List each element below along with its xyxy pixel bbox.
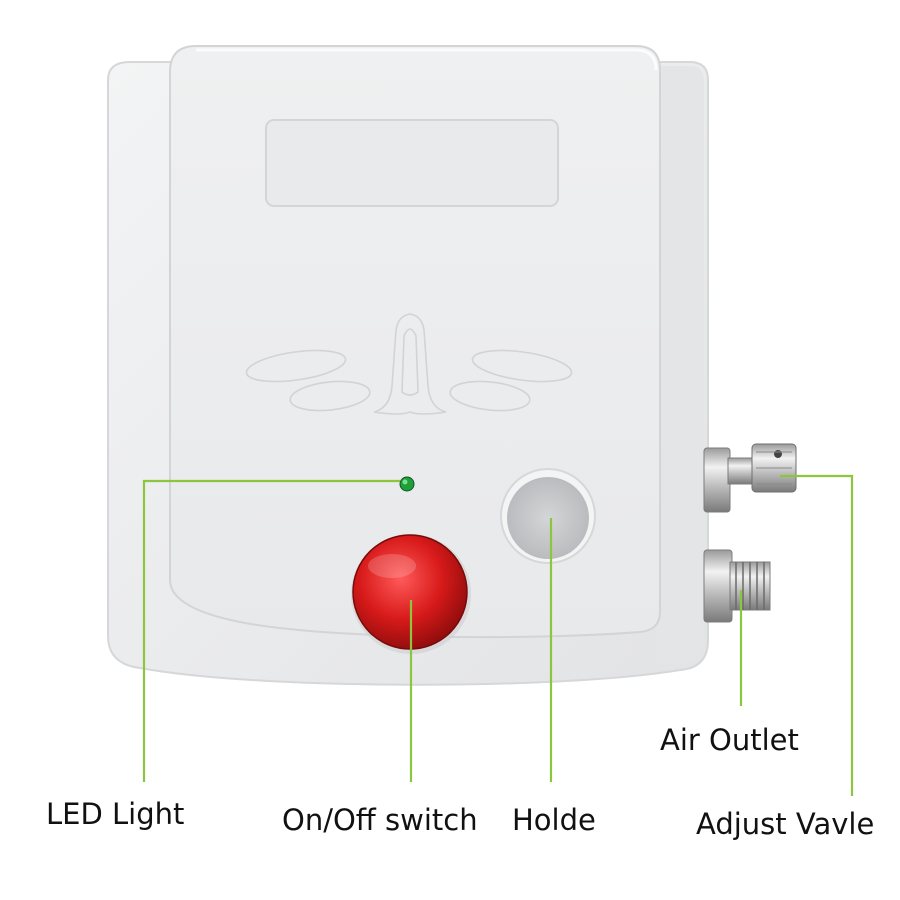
holder-label: Holde (512, 803, 596, 837)
led-leader-line (142, 479, 400, 782)
display-window (265, 119, 559, 207)
green-led-dot (399, 476, 415, 492)
adjust-valve-fitting[interactable] (703, 443, 797, 513)
cover-lip (196, 48, 658, 71)
valve-leader-line (780, 474, 854, 796)
adjust-valve-label: Adjust Vavle (696, 807, 875, 841)
embossed-logo (245, 313, 573, 415)
side-shade (656, 66, 704, 664)
led-light-label: LED Light (46, 797, 185, 831)
air-outlet-label: Air Outlet (660, 723, 799, 757)
air-outlet-fitting[interactable] (703, 549, 771, 623)
on-off-switch-label: On/Off switch (282, 803, 478, 837)
